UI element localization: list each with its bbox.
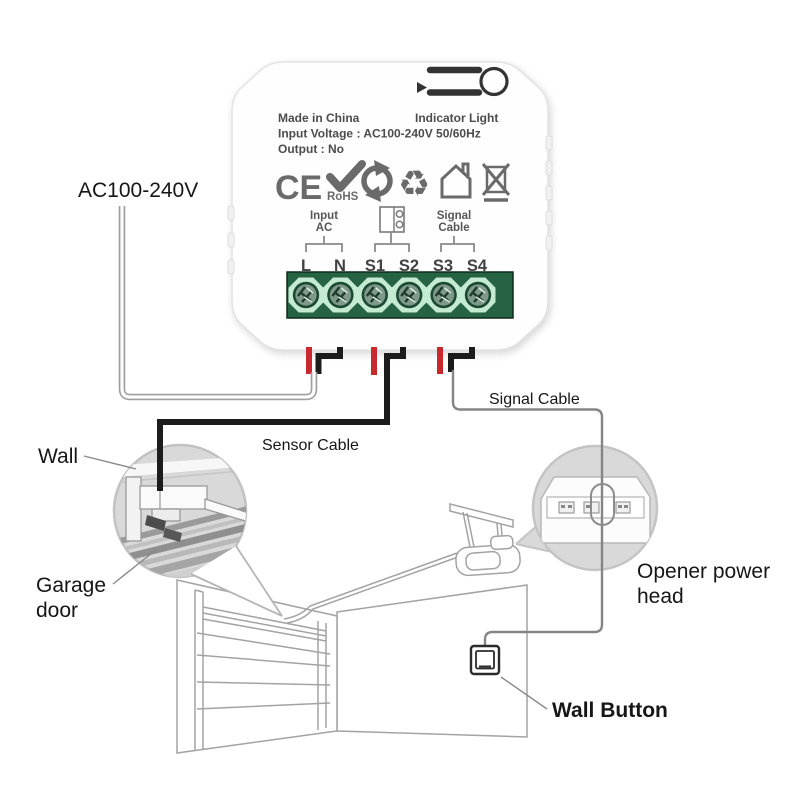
sensor-cable-wire (157, 347, 406, 491)
wall-label: Wall (38, 445, 78, 468)
terminal-L: L (301, 257, 311, 275)
ceiling-mount (449, 503, 514, 549)
terminal-block (286, 271, 514, 319)
terminal-S3: S3 (433, 257, 453, 275)
module-print: Made in China Indicator Light Input Volt… (275, 66, 514, 319)
recycle-icon: ♻ (398, 163, 430, 204)
terminal-screw (321, 276, 360, 314)
wall-button-leader-line (500, 676, 548, 710)
wall-button (469, 644, 501, 676)
signal-port-highlight (590, 483, 615, 526)
door-sensor-icon (379, 206, 405, 233)
sensor-magnet-2 (163, 528, 182, 542)
house-icon (440, 162, 472, 199)
left-callout-tail (190, 545, 283, 617)
opener-terminal-blocks (558, 501, 631, 514)
sensor-magnet (145, 515, 166, 531)
indicator-light-label: Indicator Light (415, 111, 498, 125)
wire-black-N (315, 347, 343, 374)
certification-icons: CE RoHS ♻ (275, 160, 511, 207)
green-dot-icon (361, 160, 393, 202)
terminal-screw (356, 276, 394, 314)
sensor-bracket (125, 476, 246, 542)
wall-leader-line (83, 455, 137, 470)
opener-head (455, 534, 521, 577)
wall-button-label: Wall Button (552, 699, 668, 722)
sensor-cable-label: Sensor Cable (262, 437, 359, 454)
made-in-label: Made in China (278, 111, 360, 125)
signal-cable-wire (451, 370, 604, 646)
garage-door-leader-line (112, 548, 158, 585)
module-side-tabs (227, 135, 553, 275)
opener-rail (283, 552, 459, 624)
terminal-S2: S2 (399, 257, 419, 275)
terminal-N: N (334, 257, 346, 275)
signal-cable-label: Signal Cable (489, 391, 580, 408)
indicator-light-icon (417, 66, 509, 97)
signal-cable-group-label-1: Signal (437, 210, 472, 222)
terminal-letters: L N S1 S2 S3 S4 (301, 257, 488, 275)
terminal-S4: S4 (467, 257, 488, 275)
garage-scene (176, 503, 528, 754)
wires (118, 206, 604, 646)
garage-door-panels (194, 589, 331, 751)
wall-band (114, 456, 246, 478)
opener-head-detail-circle (515, 444, 659, 572)
input-voltage-label: Input Voltage : AC100-240V 50/60Hz (278, 127, 481, 141)
garage-door (176, 579, 338, 754)
no-trash-icon (481, 163, 511, 202)
garage-door-label-2: door (36, 599, 78, 622)
garage-door-label-1: Garage (36, 574, 106, 597)
annotation-labels: AC100-240V Sensor Cable Signal Cable Wal… (36, 179, 770, 722)
ac-power-cable (118, 206, 318, 401)
ce-mark-icon: CE (275, 169, 322, 207)
terminal-screw (390, 276, 428, 314)
terminal-screw (459, 276, 497, 314)
opener-power-head-label-2: head (637, 585, 684, 608)
terminal-groups: Input AC Signal Cable (305, 206, 475, 252)
terminal-brackets (305, 232, 475, 252)
terminal-screw (424, 276, 463, 314)
terminal-screw (287, 276, 325, 314)
indicator-pointer-icon (417, 82, 427, 93)
rohs-check-icon (326, 160, 366, 192)
input-ac-label-1: Input (310, 210, 338, 222)
terminal-S1: S1 (365, 257, 385, 275)
ac-power-label: AC100-240V (78, 179, 198, 202)
input-ac-label-2: AC (316, 222, 333, 234)
wire-black-S4 (448, 347, 475, 372)
signal-cable-group-label-2: Cable (438, 222, 469, 234)
output-label: Output : No (278, 142, 344, 156)
opener-power-head-label-1: Opener power (637, 560, 770, 583)
wall-sensor-detail-circle (112, 443, 283, 617)
rohs-label: RoHS (327, 191, 359, 203)
